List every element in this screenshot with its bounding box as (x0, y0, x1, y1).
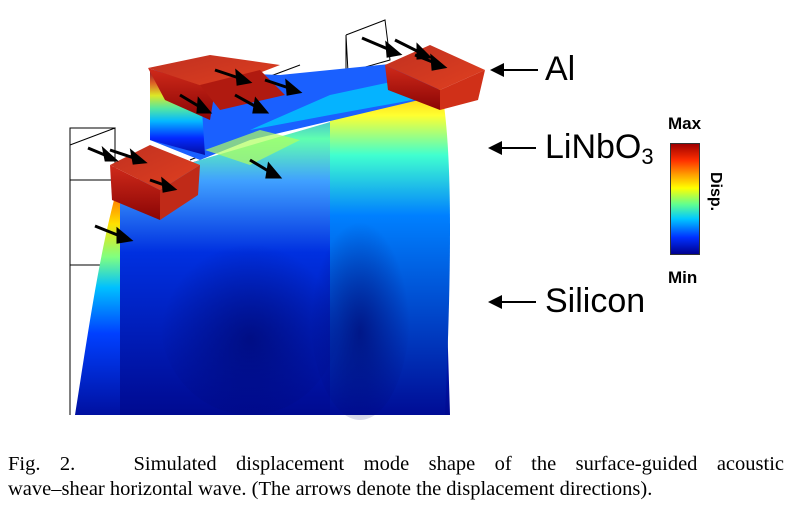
silicon-arrow-head (488, 295, 502, 309)
al-label: Al (545, 50, 576, 88)
al-arrow-line (500, 69, 538, 71)
mode-shape-figure: Al LiNbO3 Silicon Max Disp. Min (69, 19, 724, 420)
al-arrow-head (490, 63, 504, 77)
linbo3-arrow-line (498, 147, 536, 149)
figure-caption: Fig. 2. Simulated displacement mode shap… (8, 452, 784, 502)
colorbar-title: Disp. (707, 172, 724, 212)
silicon-label: Silicon (545, 282, 646, 320)
colorbar-max-label: Max (668, 114, 702, 133)
colorbar (670, 143, 700, 255)
linbo3-arrow-head (488, 141, 502, 155)
mode-shape-render (69, 19, 485, 420)
caption-line-1: Fig. 2. Simulated displacement mode shap… (8, 452, 784, 477)
silicon-body (75, 82, 450, 420)
caption-fig-number: Fig. 2. (8, 453, 76, 475)
linbo3-label-sub: 3 (641, 144, 654, 169)
caption-text-line-2: wave–shear horizontal wave. (The arrows … (8, 478, 653, 500)
silicon-arrow-line (498, 301, 536, 303)
displacement-arrows (87, 36, 448, 244)
linbo3-label-main: LiNbO (545, 128, 642, 166)
colorbar-min-label: Min (668, 268, 698, 287)
linbo3-label: LiNbO3 (545, 128, 654, 170)
caption-text-line-1: Simulated displacement mode shape of the… (133, 453, 785, 475)
